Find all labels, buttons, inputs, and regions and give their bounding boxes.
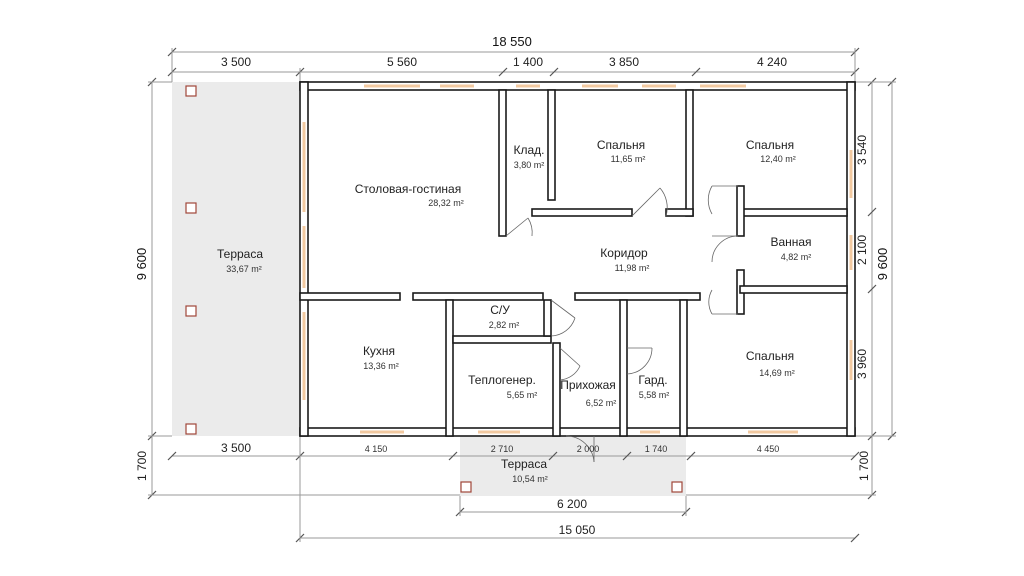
room-area: 6,52 m² — [586, 398, 617, 408]
dim-top-segment-2: 5 560 — [387, 55, 417, 69]
terrace-south-area — [460, 436, 686, 496]
interior-walls — [299, 89, 848, 437]
dim-top-segment-3: 1 400 — [513, 55, 543, 69]
dim-left-bottom: 1 700 — [135, 451, 149, 481]
room-dining-living: Столовая-гостиная 28,32 m² — [355, 182, 464, 208]
room-bathroom: Ванная 4,82 m² — [770, 235, 811, 262]
room-bedroom-3: Спальня 14,69 m² — [746, 349, 795, 378]
room-pantry: Клад. 3,80 m² — [513, 143, 544, 170]
room-area: 11,98 m² — [615, 263, 650, 273]
room-area: 28,32 m² — [428, 198, 464, 208]
room-area: 3,80 m² — [514, 160, 545, 170]
room-area: 11,65 m² — [611, 154, 646, 164]
room-area: 4,82 m² — [781, 252, 812, 262]
dim-bottom-segment-3: 2 710 — [491, 444, 514, 454]
dim-bottom-segment-6: 4 450 — [757, 444, 780, 454]
room-area: 13,36 m² — [363, 361, 399, 371]
room-area: 2,82 m² — [489, 320, 520, 330]
room-boiler: Теплогенер. 5,65 m² — [468, 373, 537, 400]
room-name: Столовая-гостиная — [355, 182, 461, 196]
room-area: 14,69 m² — [759, 368, 795, 378]
room-kitchen: Кухня 13,36 m² — [363, 344, 399, 371]
room-area: 12,40 m² — [760, 154, 796, 164]
room-area: 5,65 m² — [507, 390, 538, 400]
terrace-posts — [185, 85, 683, 493]
dim-bottom-segment-5: 1 740 — [645, 444, 668, 454]
room-name: Гард. — [638, 373, 667, 387]
dim-terrace-width: 6 200 — [557, 497, 587, 511]
dim-right-total: 9 600 — [875, 248, 890, 281]
room-area: 5,58 m² — [639, 390, 670, 400]
room-name: Прихожая — [560, 378, 616, 392]
dim-bottom-segment-4: 2 000 — [577, 444, 600, 454]
room-bedroom-1: Спальня 11,65 m² — [597, 138, 646, 164]
room-name: Спальня — [746, 138, 794, 152]
room-name: С/У — [490, 303, 510, 317]
room-name: Клад. — [513, 143, 544, 157]
dimension-lines — [147, 47, 897, 543]
dim-right-bottom: 1 700 — [857, 451, 871, 481]
room-wardrobe: Гард. 5,58 m² — [638, 373, 669, 400]
dim-bottom-segment-1: 3 500 — [221, 441, 251, 455]
room-name: Спальня — [746, 349, 794, 363]
room-terrace-south: Терраса 10,54 m² — [501, 457, 548, 484]
room-wc: С/У 2,82 m² — [489, 303, 520, 330]
dim-right-segment-2: 2 100 — [855, 235, 869, 265]
room-corridor: Коридор 11,98 m² — [600, 246, 649, 273]
dim-bottom-segment-2: 4 150 — [365, 444, 388, 454]
room-area: 33,67 m² — [226, 264, 262, 274]
room-area: 10,54 m² — [512, 474, 548, 484]
dim-right-segment-3: 3 960 — [855, 349, 869, 379]
dim-top-segment-4: 3 850 — [609, 55, 639, 69]
room-name: Коридор — [600, 246, 648, 260]
room-name: Спальня — [597, 138, 645, 152]
dim-right-segment-1: 3 540 — [855, 135, 869, 165]
dim-left-total: 9 600 — [134, 248, 149, 281]
room-name: Ванная — [770, 235, 811, 249]
room-hallway: Прихожая 6,52 m² — [560, 378, 616, 408]
room-bedroom-2: Спальня 12,40 m² — [746, 138, 796, 164]
room-name: Терраса — [217, 247, 263, 261]
door-swings — [505, 185, 739, 463]
room-name: Терраса — [501, 457, 547, 471]
dim-top-segment-5: 4 240 — [757, 55, 787, 69]
windows — [302, 84, 853, 434]
room-name: Теплогенер. — [468, 373, 536, 387]
dim-top-segment-1: 3 500 — [221, 55, 251, 69]
terrace-west-area — [172, 82, 300, 436]
room-name: Кухня — [363, 344, 395, 358]
dim-top-total: 18 550 — [492, 34, 532, 49]
dim-bottom-total: 15 050 — [559, 523, 596, 537]
room-terrace-west: Терраса 33,67 m² — [217, 247, 263, 274]
